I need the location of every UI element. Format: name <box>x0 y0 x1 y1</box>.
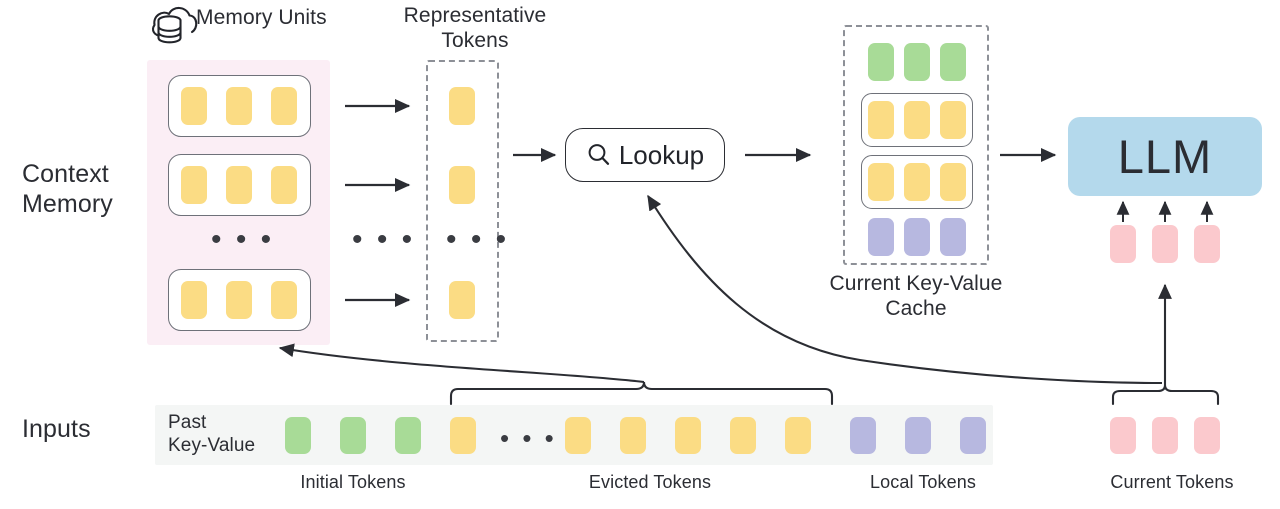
input-local-token-2 <box>960 417 986 454</box>
input-current-token-1 <box>1152 417 1178 454</box>
local-tokens-caption: Local Tokens <box>870 472 976 492</box>
representative-tokens-box <box>426 60 499 342</box>
representative-token-n <box>449 281 475 319</box>
arrow-current-tokens-to-llm <box>1116 200 1214 222</box>
input-evicted-token-2 <box>620 417 646 454</box>
kv-cache-retrieved-0-token-1 <box>904 101 930 139</box>
representative-tokens-heading: Representative Tokens <box>403 4 547 52</box>
input-evicted-ellipsis: • • • <box>500 423 557 453</box>
input-initial-token-1 <box>340 417 366 454</box>
initial-tokens-caption: Initial Tokens <box>300 472 406 492</box>
current-tokens-caption: Current Tokens <box>1110 472 1234 492</box>
kv-cache-retrieved-1-token-1 <box>904 163 930 201</box>
memory-units-heading: Memory Units <box>196 6 327 29</box>
llm-input-token-1 <box>1152 225 1178 263</box>
past-key-value-label: Past Key-Value <box>168 412 256 456</box>
evicted-tokens-caption: Evicted Tokens <box>588 472 712 492</box>
memory-unit-0-token-1 <box>226 87 252 125</box>
cloud-database-icon <box>150 2 200 48</box>
llm-label: LLM <box>1117 130 1213 183</box>
input-initial-token-0 <box>285 417 311 454</box>
memory-unit-1-token-0 <box>181 166 207 204</box>
kv-cache-local-token-0 <box>868 218 894 256</box>
input-evicted-token-0 <box>450 417 476 454</box>
input-evicted-token-5 <box>785 417 811 454</box>
llm-box[interactable]: LLM <box>1068 117 1262 196</box>
brace-evicted-tokens <box>449 381 834 406</box>
input-evicted-token-3 <box>675 417 701 454</box>
input-local-token-1 <box>905 417 931 454</box>
row-label-context-memory: Context Memory <box>22 160 113 218</box>
llm-input-token-2 <box>1194 225 1220 263</box>
kv-cache-retrieved-0-token-2 <box>940 101 966 139</box>
representative-tokens-ellipsis: • • • <box>446 223 510 256</box>
lookup-label: Lookup <box>618 139 705 170</box>
memory-unit-0-token-2 <box>271 87 297 125</box>
llm-input-token-0 <box>1110 225 1136 263</box>
brace-current-tokens <box>1111 384 1220 406</box>
input-current-token-0 <box>1110 417 1136 454</box>
kv-cache-retrieved-1-token-0 <box>868 163 894 201</box>
arrow-memory-to-representative <box>345 98 411 308</box>
memory-unit-n-token-1 <box>226 281 252 319</box>
memory-unit-0-token-0 <box>181 87 207 125</box>
kv-cache-local-token-2 <box>940 218 966 256</box>
input-evicted-token-4 <box>730 417 756 454</box>
memory-units-ellipsis: • • • <box>211 223 275 256</box>
kv-cache-initial-token-0 <box>868 43 894 81</box>
row-label-inputs: Inputs <box>22 415 91 443</box>
kv-cache-initial-token-1 <box>904 43 930 81</box>
arrow-evicted-to-context-memory <box>278 343 645 384</box>
memory-unit-n-token-0 <box>181 281 207 319</box>
input-initial-token-2 <box>395 417 421 454</box>
kv-cache-local-token-1 <box>904 218 930 256</box>
current-kv-cache-heading: Current Key-Value Cache <box>829 272 1003 320</box>
lookup-button[interactable]: Lookup <box>565 128 725 182</box>
memory-unit-1-token-1 <box>226 166 252 204</box>
input-evicted-token-1 <box>565 417 591 454</box>
input-local-token-0 <box>850 417 876 454</box>
kv-cache-initial-token-2 <box>940 43 966 81</box>
input-current-token-2 <box>1194 417 1220 454</box>
search-icon <box>586 142 612 168</box>
representative-token-0 <box>449 87 475 125</box>
memory-to-representative-ellipsis: • • • <box>352 223 416 256</box>
memory-unit-n-token-2 <box>271 281 297 319</box>
kv-cache-retrieved-0-token-0 <box>868 101 894 139</box>
kv-cache-retrieved-1-token-2 <box>940 163 966 201</box>
memory-unit-1-token-2 <box>271 166 297 204</box>
representative-token-1 <box>449 166 475 204</box>
